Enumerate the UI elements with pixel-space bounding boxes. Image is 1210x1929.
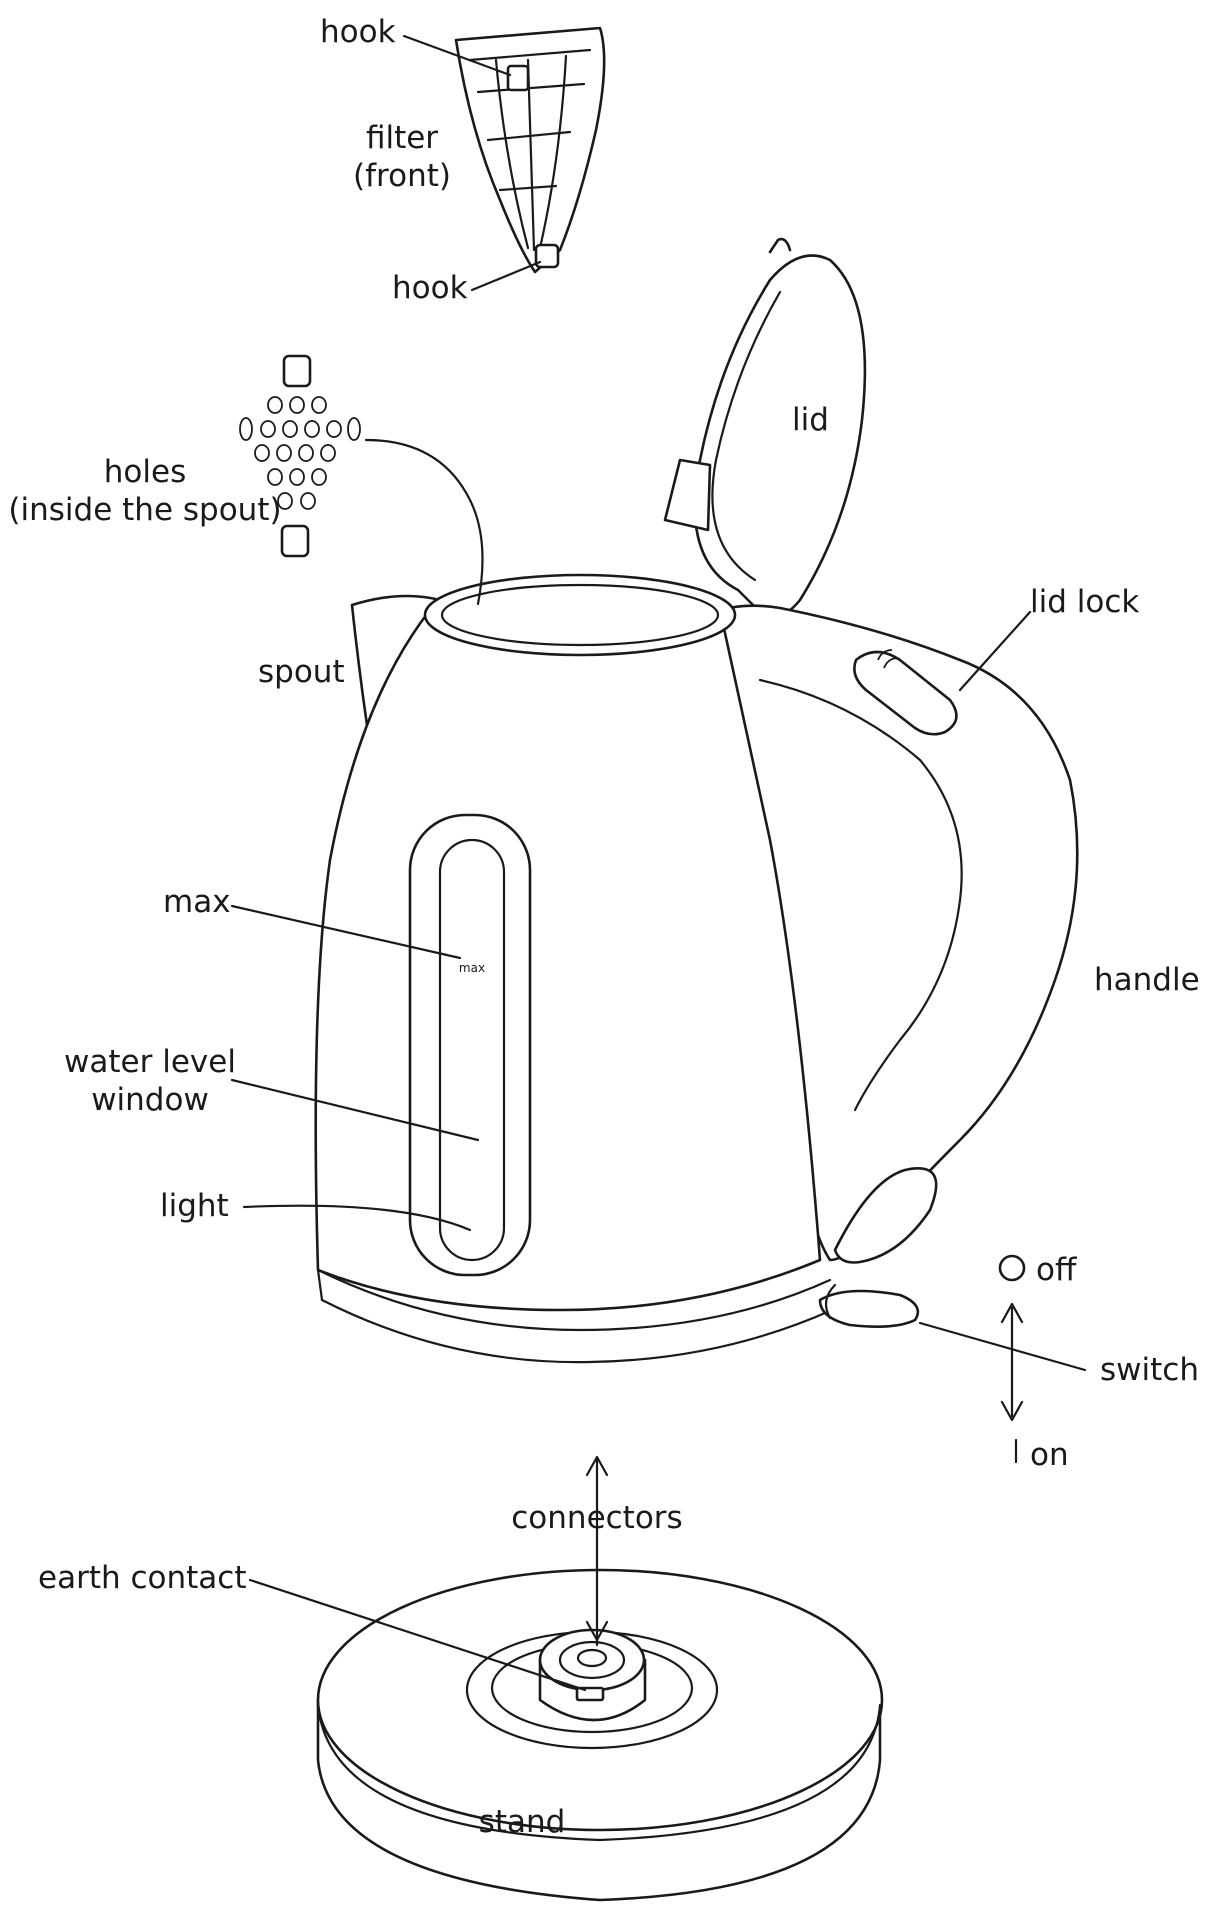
max-mark: max <box>459 961 485 975</box>
label-water-level-line2: window <box>91 1082 209 1118</box>
switch-drawing <box>818 1283 920 1328</box>
label-hook-top: hook <box>320 14 396 50</box>
label-holes-line2: (inside the spout) <box>8 492 281 528</box>
holes-drawing <box>239 354 361 558</box>
label-handle: handle <box>1094 962 1200 998</box>
stand-drawing <box>316 1568 884 1902</box>
label-filter-line2: (front) <box>353 158 451 194</box>
filter-drawing <box>454 26 606 274</box>
label-max: max <box>163 884 231 920</box>
label-on: on <box>1030 1437 1069 1473</box>
label-earth-contact: earth contact <box>38 1560 246 1596</box>
leader-lines <box>230 34 1087 1692</box>
label-light: light <box>160 1188 229 1224</box>
label-holes-line1: holes <box>104 454 186 490</box>
label-hook-bottom: hook <box>392 270 468 306</box>
label-lid: lid <box>792 402 829 438</box>
label-off: off <box>1036 1252 1077 1288</box>
label-connectors: connectors <box>511 1500 682 1536</box>
label-spout: spout <box>258 654 345 690</box>
label-water-level-line1: water level <box>64 1044 236 1080</box>
label-stand: stand <box>479 1804 566 1840</box>
lid-drawing <box>663 237 867 618</box>
label-lid-lock: lid lock <box>1030 584 1139 620</box>
label-filter-line1: filter <box>366 120 438 156</box>
label-switch: switch <box>1100 1352 1199 1388</box>
